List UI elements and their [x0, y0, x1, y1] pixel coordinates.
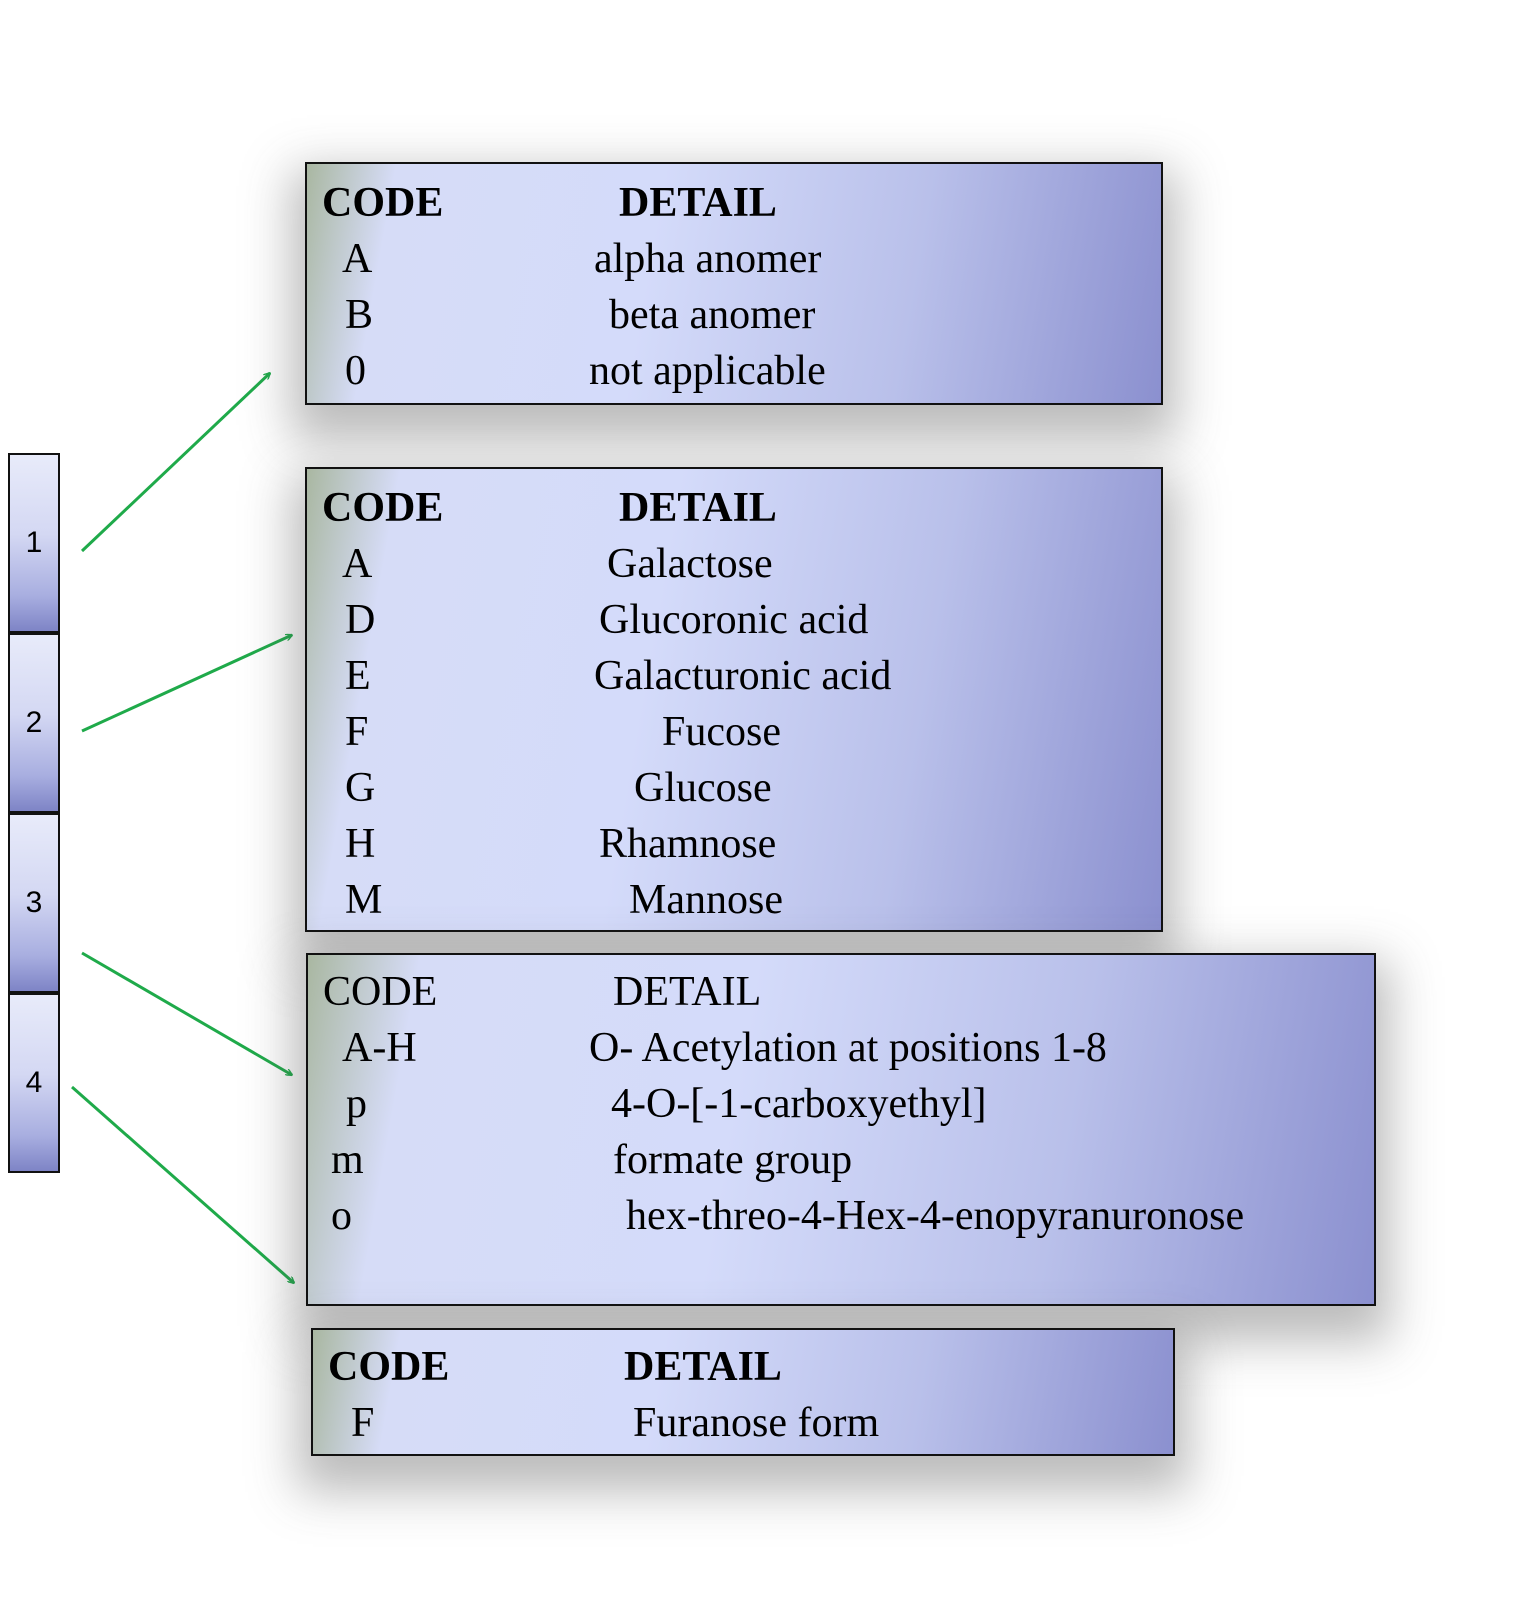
code-cell: F: [345, 709, 369, 755]
arrow-segment-3: [81, 951, 292, 1077]
arrow-segment-2: [81, 633, 292, 733]
code-cell: A: [342, 236, 373, 282]
code-cell: B: [345, 292, 374, 338]
code-cell: p: [346, 1081, 367, 1127]
detail-cell: formate group: [613, 1137, 853, 1183]
code-cell: F: [351, 1400, 375, 1446]
code-header: CODE: [322, 485, 444, 531]
code-cell: 0: [345, 348, 366, 394]
segment-1: 1: [8, 453, 60, 633]
segment-4: 4: [8, 993, 60, 1173]
code-header: CODE: [322, 180, 444, 226]
detail-cell: not applicable: [589, 348, 826, 394]
detail-cell: Fucose: [662, 709, 781, 755]
detail-header: DETAIL: [613, 969, 762, 1015]
segment-3: 3: [8, 813, 60, 993]
detail-cell: 4-O-[-1-carboxyethyl]: [611, 1081, 987, 1127]
detail-cell: O- Acetylation at positions 1-8: [589, 1025, 1107, 1071]
ring-form-code-table: CODE DETAIL F Furanose form: [311, 1328, 1175, 1456]
detail-cell: Glucoronic acid: [599, 597, 869, 643]
substituent-code-table: CODE DETAIL A-H O- Acetylation at positi…: [306, 953, 1376, 1306]
detail-header: DETAIL: [619, 180, 777, 226]
detail-header: DETAIL: [619, 485, 777, 531]
code-cell: A-H: [342, 1025, 417, 1071]
code-cell: M: [345, 877, 383, 923]
detail-cell: Furanose form: [633, 1400, 880, 1446]
code-cell: A: [342, 541, 373, 587]
segment-3-label: 3: [25, 886, 43, 919]
code-header: CODE: [323, 969, 438, 1015]
sugar-code-table: CODE DETAIL A Galactose D Glucoronic aci…: [305, 467, 1163, 932]
detail-cell: beta anomer: [609, 292, 816, 338]
detail-cell: Rhamnose: [599, 821, 777, 867]
code-cell: m: [331, 1137, 364, 1183]
code-cell: o: [331, 1193, 352, 1239]
detail-cell: Mannose: [629, 877, 783, 923]
detail-cell: Glucose: [634, 765, 772, 811]
code-header: CODE: [328, 1344, 450, 1390]
segment-1-label: 1: [25, 526, 43, 559]
anomer-code-table: CODE DETAIL A alpha anomer B beta anomer…: [305, 162, 1163, 405]
code-cell: H: [345, 821, 376, 867]
code-cell: D: [345, 597, 376, 643]
arrow-segment-4: [71, 1085, 294, 1283]
segment-2: 2: [8, 633, 60, 813]
code-cell: G: [345, 765, 376, 811]
detail-cell: Galacturonic acid: [594, 653, 892, 699]
detail-cell: hex-threo-4-Hex-4-enopyranuronose: [626, 1193, 1245, 1239]
segment-4-label: 4: [25, 1066, 43, 1099]
detail-header: DETAIL: [624, 1344, 782, 1390]
detail-cell: alpha anomer: [594, 236, 822, 282]
detail-cell: Galactose: [607, 541, 773, 587]
segment-2-label: 2: [25, 706, 43, 739]
arrow-segment-1: [80, 373, 270, 553]
code-cell: E: [345, 653, 371, 699]
